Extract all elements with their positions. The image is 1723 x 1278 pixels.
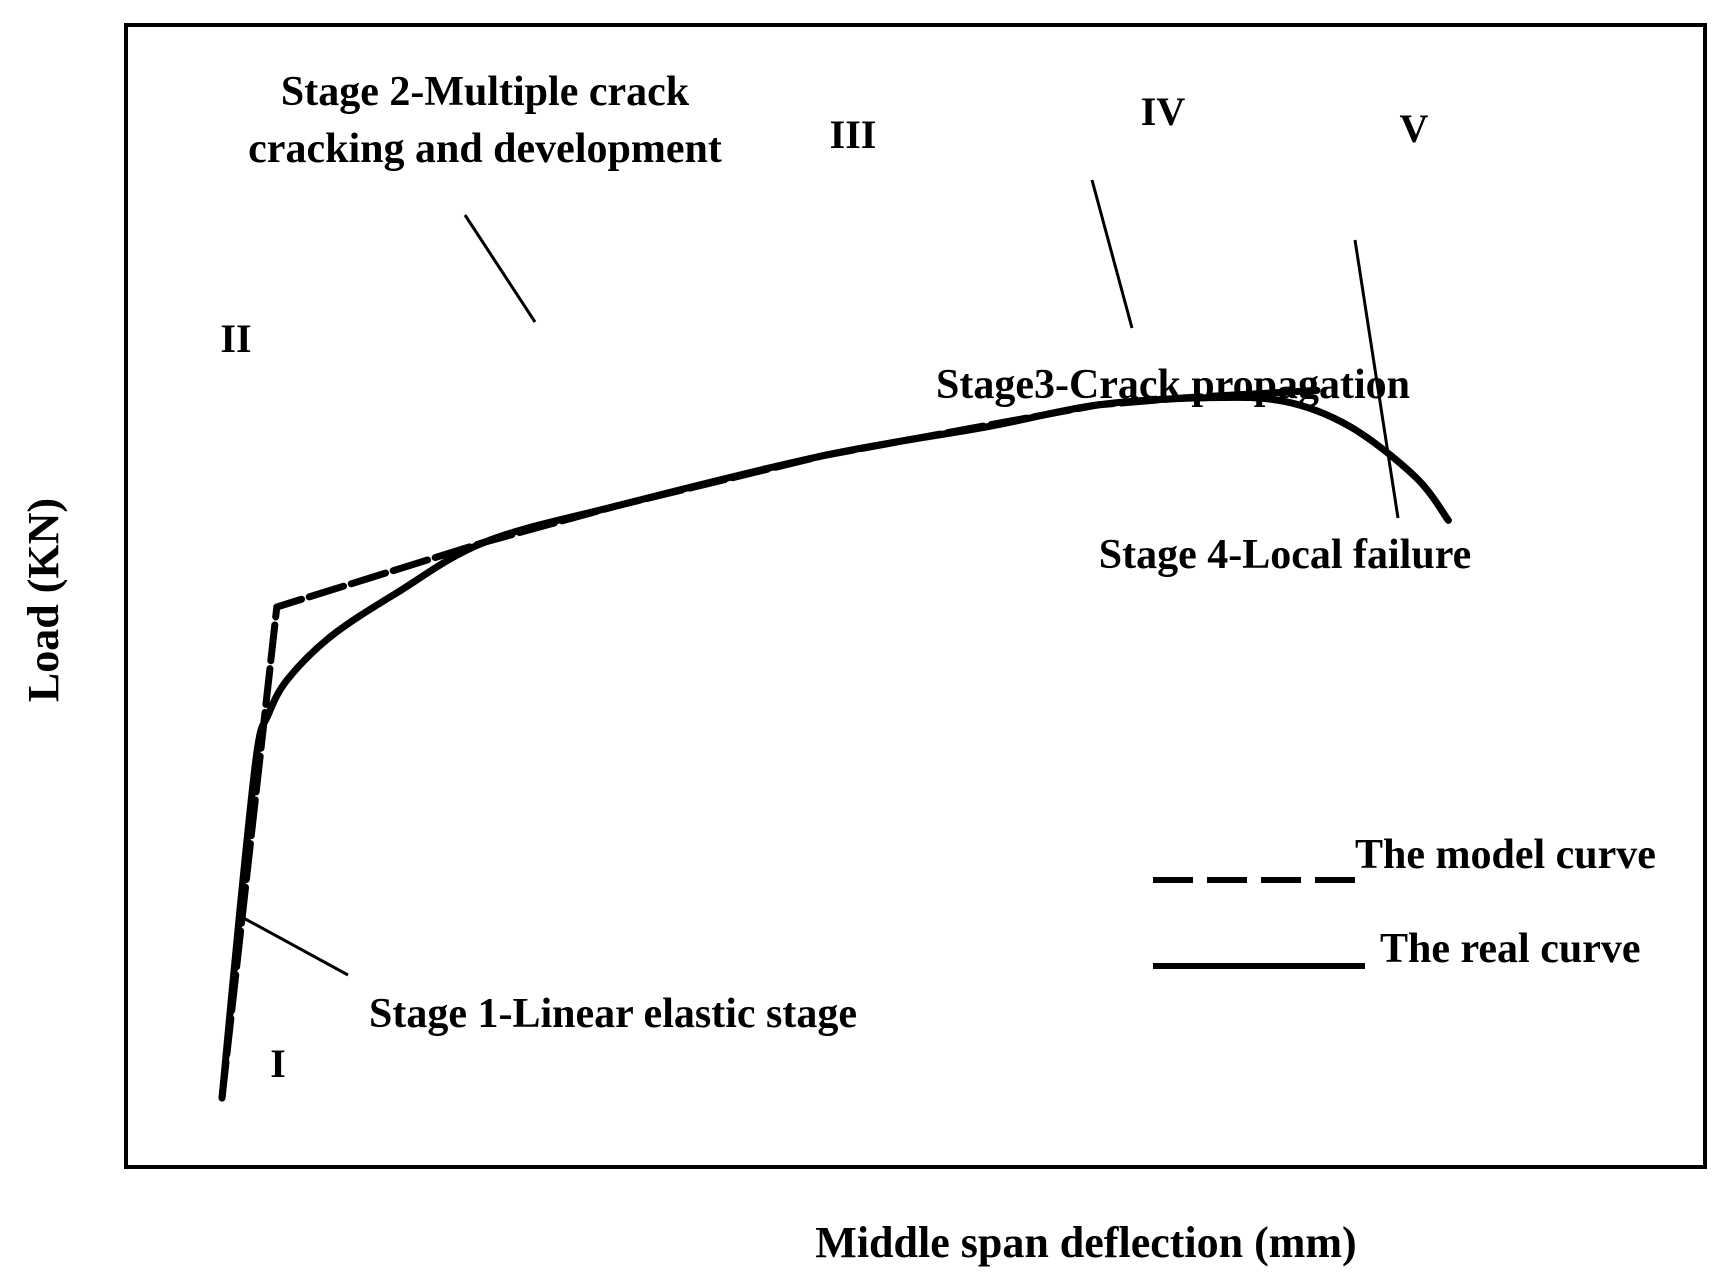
leader-stage4 bbox=[1353, 239, 1400, 519]
y-axis-title: Load (KN) bbox=[19, 498, 68, 702]
annotation-stage4: Stage 4-Local failure bbox=[1099, 532, 1472, 578]
stage-numeral-2: II bbox=[220, 316, 251, 361]
annotation-stage3: Stage3-Crack propagation bbox=[936, 362, 1410, 408]
stage-numeral-5: V bbox=[1400, 106, 1429, 151]
leader-stage2 bbox=[463, 214, 537, 323]
leader-stage3 bbox=[1090, 179, 1134, 329]
annotation-stage1: Stage 1-Linear elastic stage bbox=[369, 991, 857, 1037]
stage-numeral-4: IV bbox=[1141, 89, 1186, 134]
legend-label-model: The model curve bbox=[1355, 832, 1656, 878]
annotation-stage2-line1: Stage 2-Multiple crack bbox=[281, 69, 690, 115]
leader-stage1 bbox=[237, 913, 349, 977]
plot-frame bbox=[124, 23, 1707, 1169]
series-layer bbox=[218, 386, 1452, 1102]
legend-label-real: The real curve bbox=[1380, 926, 1641, 972]
stage-numeral-1: I bbox=[270, 1041, 286, 1086]
annotation-stage2-line2: cracking and development bbox=[248, 126, 722, 172]
x-axis-title: Middle span deflection (mm) bbox=[815, 1218, 1356, 1267]
series-line-real-curve bbox=[218, 393, 1452, 1102]
legend: The model curve The real curve bbox=[1153, 832, 1656, 972]
stage-numeral-3: III bbox=[830, 112, 877, 157]
